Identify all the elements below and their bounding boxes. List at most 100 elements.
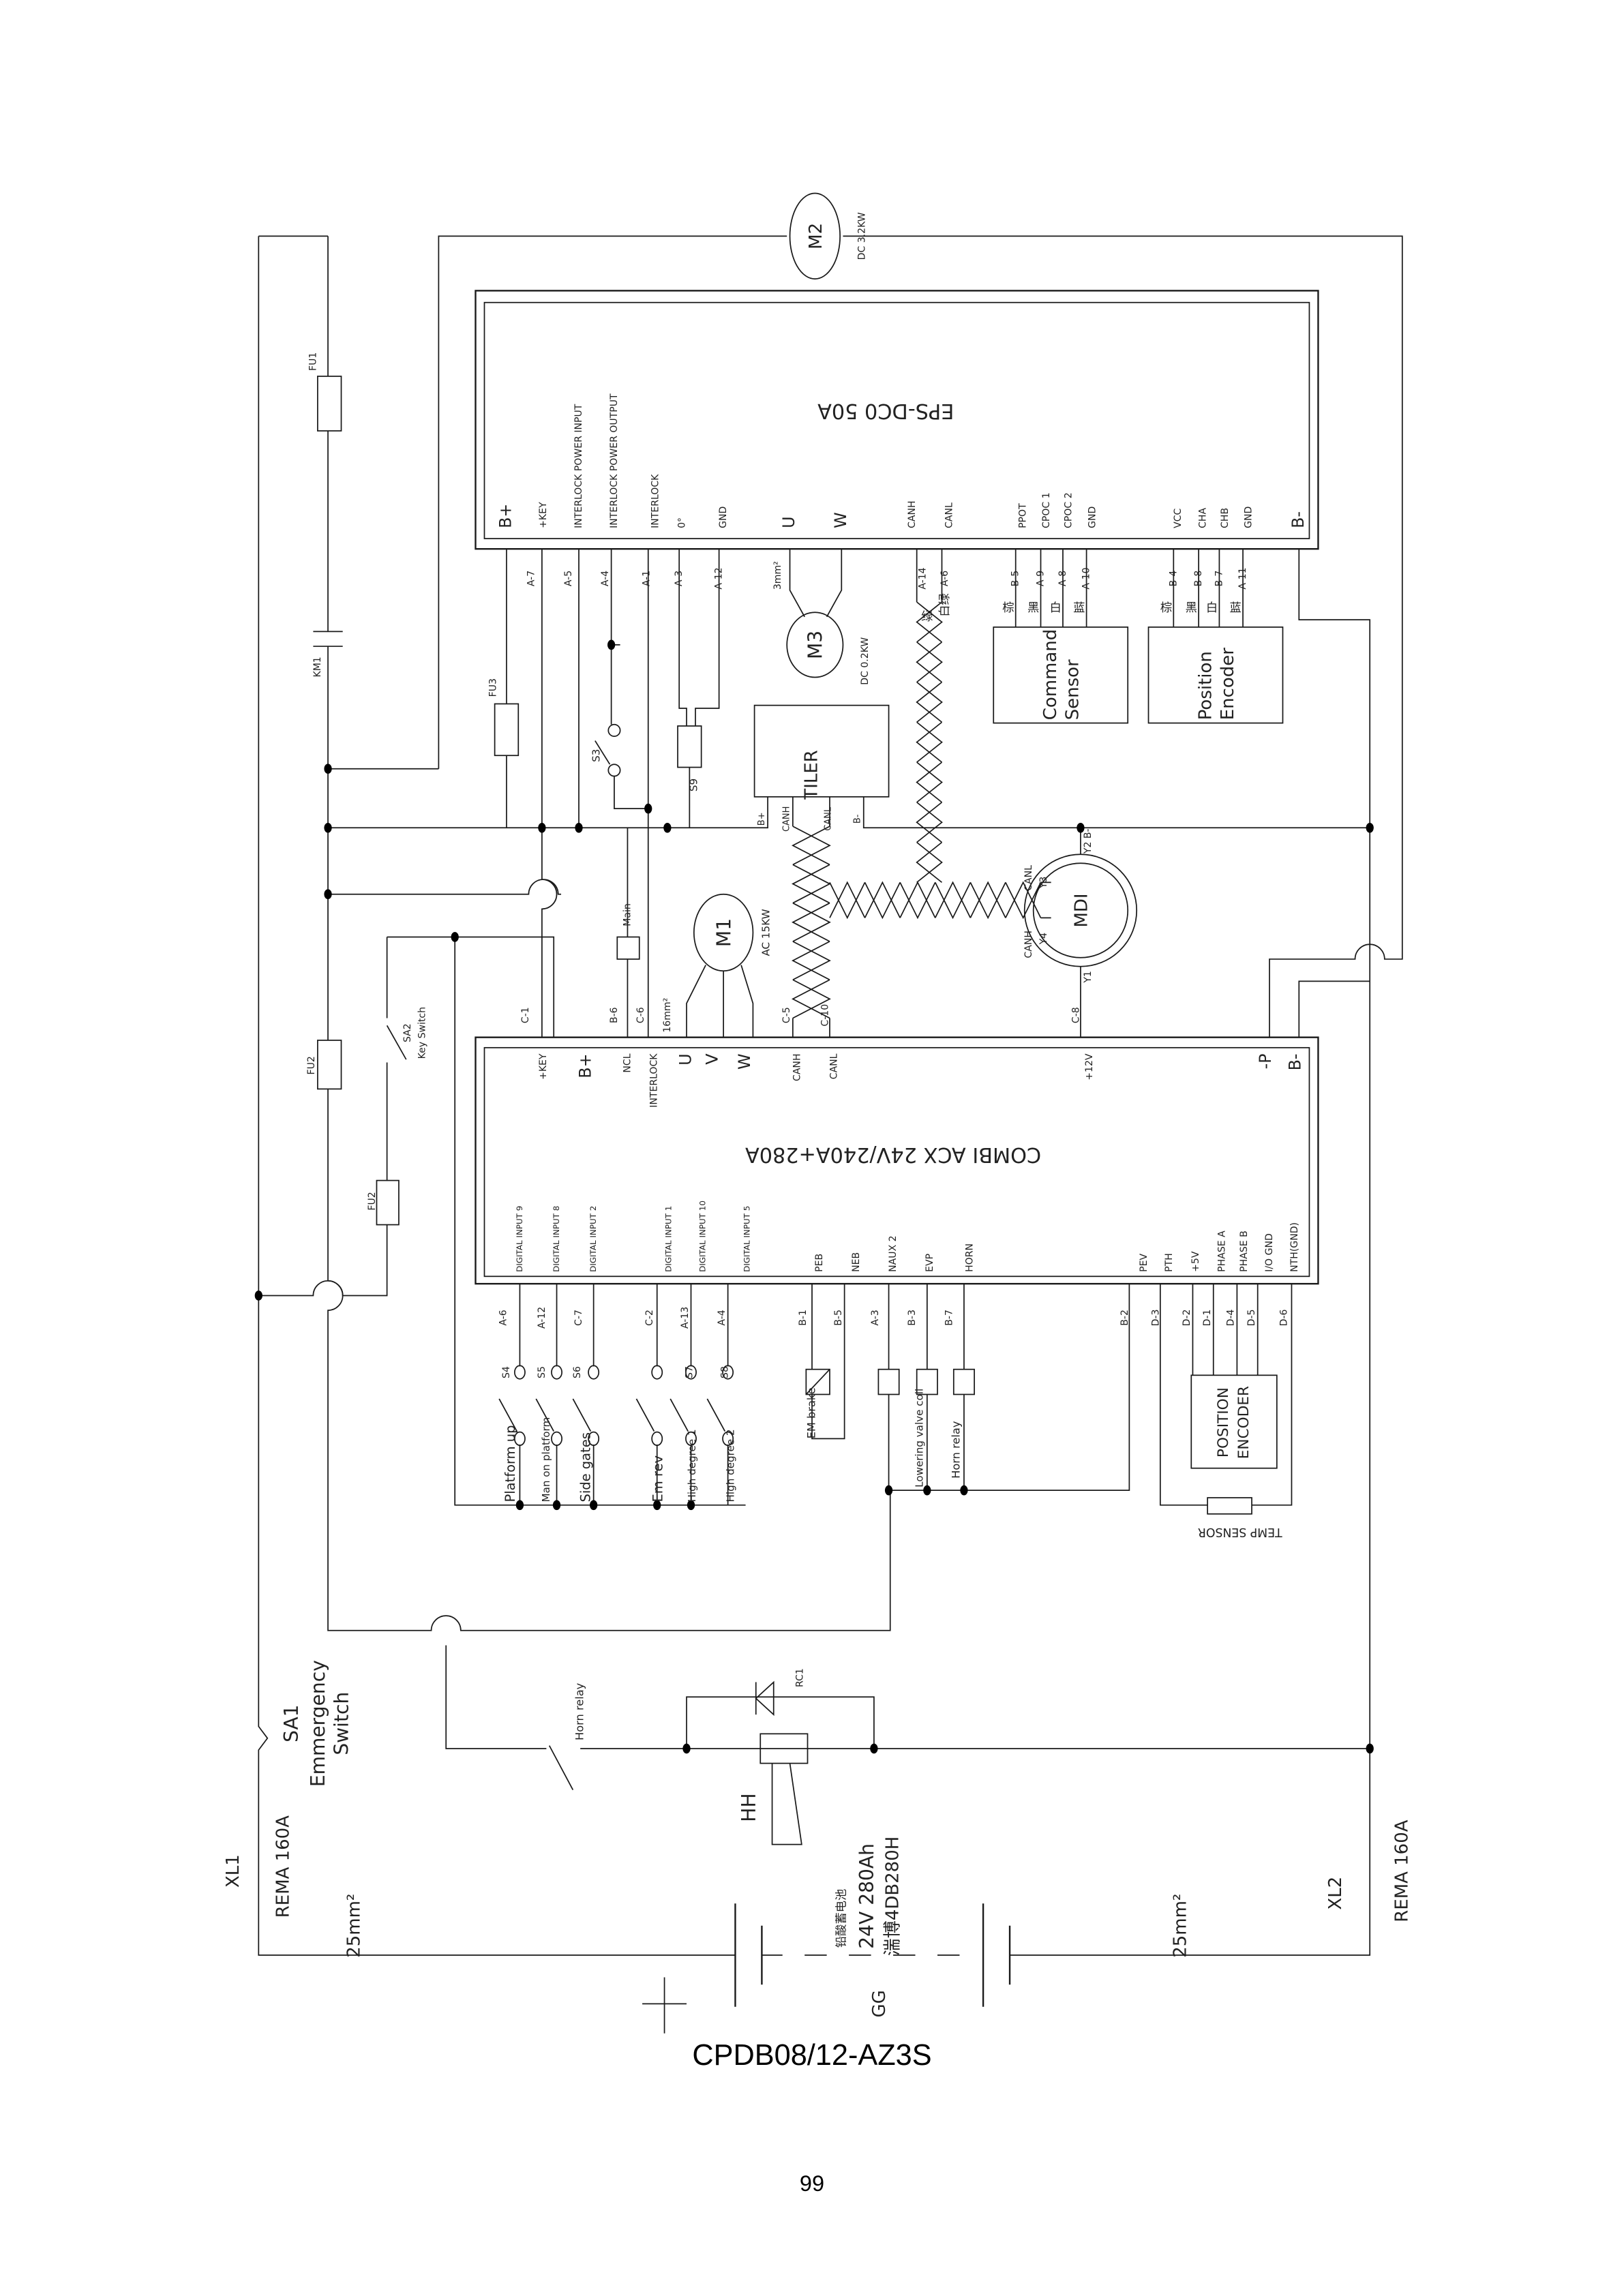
switch-name-label: High degree 1 bbox=[686, 1429, 698, 1502]
switch-terminal bbox=[722, 1365, 734, 1380]
gg-label: GG bbox=[869, 1990, 890, 2017]
position-encoder-box bbox=[1190, 1374, 1278, 1469]
combi-pin-label: B-3 bbox=[907, 1310, 918, 1326]
combi-terminal-label: DIGITAL INPUT 5 bbox=[742, 1206, 751, 1272]
switch-terminal bbox=[551, 1365, 562, 1380]
combi-outer bbox=[475, 1036, 1319, 1285]
switch-name-label: High degree 2 bbox=[724, 1429, 736, 1502]
command-sensor-label: Sensor bbox=[1063, 659, 1083, 720]
horn-circuit bbox=[445, 1645, 1370, 1749]
km1-label: KM1 bbox=[312, 656, 323, 677]
combi-terminal-label: NCL bbox=[622, 1053, 633, 1072]
combi-pin-label: A-4 bbox=[717, 1310, 727, 1325]
wire-color-label: 绿 bbox=[921, 610, 933, 624]
combi-terminal-label: NAUX 2 bbox=[888, 1235, 899, 1271]
combi-terminal-label: DIGITAL INPUT 8 bbox=[552, 1206, 561, 1272]
fu2-fuse-2 bbox=[376, 1179, 400, 1226]
switch-id-label: S4 bbox=[501, 1366, 512, 1378]
combi-pin-label: C-5 bbox=[781, 1007, 792, 1023]
m2-line bbox=[328, 235, 1403, 1038]
combi-pin-label: A-3 bbox=[870, 1310, 881, 1325]
wire-color-label: 棕 bbox=[1002, 601, 1014, 615]
wire-color-label: 棕 bbox=[1160, 601, 1172, 615]
xl2-label: XL2 bbox=[1325, 1877, 1346, 1910]
combi-pin-label: D-4 bbox=[1226, 1309, 1237, 1326]
eps-pin-label: A-10 bbox=[1081, 567, 1092, 589]
combi-pin-label: C-8 bbox=[1070, 1007, 1081, 1023]
switch-contact bbox=[706, 1284, 729, 1505]
junction-dot bbox=[324, 764, 332, 774]
m3-rating: DC 0.2KW bbox=[860, 637, 871, 685]
fu2-fuse bbox=[317, 1040, 342, 1090]
combi-terminal-label: PHASE B bbox=[1239, 1230, 1250, 1272]
combi-terminal-label: DIGITAL INPUT 9 bbox=[515, 1206, 524, 1272]
sensor-leads bbox=[1014, 549, 1244, 627]
eps-terminal-label: INTERLOCK bbox=[650, 474, 661, 528]
mdi-pin-label: CANL bbox=[1023, 865, 1034, 891]
m3-leads bbox=[789, 549, 843, 618]
horn-relay-contact bbox=[548, 1745, 574, 1790]
junction-dot bbox=[653, 1500, 661, 1511]
position-encoder-label: ENCODER bbox=[1235, 1386, 1252, 1459]
eps-terminal-label: CHA bbox=[1198, 508, 1209, 528]
sa2-blade bbox=[386, 1025, 407, 1060]
switch-terminal bbox=[685, 1365, 697, 1380]
mdi-pin-label: Y4 bbox=[1038, 933, 1049, 946]
plus-sign bbox=[642, 1977, 687, 2034]
command-sensor-box bbox=[993, 626, 1129, 724]
combi-terminal-label: CANL bbox=[828, 1053, 839, 1079]
combi-pin-label: D-5 bbox=[1246, 1310, 1257, 1327]
sa2-label: SA2 bbox=[402, 1023, 413, 1042]
combi-pin-label: C-10 bbox=[819, 1004, 830, 1027]
combi-terminal-label: -P bbox=[1256, 1053, 1275, 1069]
junction-dot bbox=[607, 639, 616, 650]
battery-label: 湍博4DB280H bbox=[883, 1837, 903, 1956]
fu1-fuse bbox=[317, 376, 342, 432]
combi-inner bbox=[483, 1046, 1310, 1278]
junction-dot bbox=[1366, 1743, 1374, 1754]
switch-name-label: Side gates bbox=[577, 1432, 593, 1502]
m1-label: M1 bbox=[712, 918, 735, 947]
combi-controller-name: COMBI ACX 24V/240A+280A bbox=[745, 1143, 1041, 1166]
fu3-fuse bbox=[494, 703, 520, 757]
switch-terminal bbox=[513, 1431, 526, 1447]
junction-dot bbox=[1077, 822, 1085, 833]
rc1-diode bbox=[755, 1680, 775, 1717]
switch-terminal bbox=[513, 1365, 526, 1380]
combi-pin-label: A-13 bbox=[680, 1307, 691, 1329]
hh-coil bbox=[760, 1733, 809, 1764]
xl1-label: XL1 bbox=[223, 1854, 243, 1888]
s9-label: S9 bbox=[687, 779, 700, 791]
wire-color-label: 黑 bbox=[1027, 601, 1039, 615]
sa1-label: Switch bbox=[331, 1692, 353, 1755]
eps-terminal-label: B+ bbox=[496, 504, 515, 528]
switch-name-label: Platform up bbox=[502, 1425, 518, 1502]
tiler-label: TILER bbox=[802, 750, 822, 800]
m2-motor bbox=[789, 192, 841, 280]
wires bbox=[254, 192, 1403, 2034]
em-brake-lines bbox=[811, 1284, 845, 1440]
horn-relay-label: Horn relay bbox=[950, 1421, 963, 1479]
mdi-inner bbox=[1032, 862, 1129, 958]
wire-color-label: 蓝 bbox=[1230, 601, 1242, 615]
eps-pin-label: B-7 bbox=[1214, 571, 1224, 587]
eps-pin-label: A-9 bbox=[1036, 571, 1047, 586]
combi-terminal-label: DIGITAL INPUT 1 bbox=[664, 1206, 674, 1272]
m3-motor bbox=[786, 611, 844, 678]
eps-terminal-label: CANL bbox=[944, 502, 954, 528]
switch-id-label: S5 bbox=[537, 1366, 547, 1378]
eps-terminal-label: CPOC 2 bbox=[1064, 492, 1074, 528]
mdi-pin-label: CANH bbox=[1023, 931, 1034, 958]
combi-terminal-label: I/O GND bbox=[1264, 1233, 1275, 1272]
junction-dot bbox=[575, 822, 583, 833]
eps-terminal-label: INTERLOCK POWER INPUT bbox=[573, 404, 584, 528]
junction-dot bbox=[687, 1500, 695, 1511]
combi-pin-label: B-1 bbox=[798, 1310, 809, 1326]
combi-pin-label: C-7 bbox=[573, 1310, 584, 1326]
junction-dot bbox=[590, 1500, 598, 1511]
fu1-km1-line bbox=[313, 236, 891, 1631]
switch-name-label: Man on platform bbox=[540, 1417, 552, 1502]
combi-pin-label: 16mm² bbox=[662, 998, 673, 1033]
switch-id-label: S6 bbox=[572, 1366, 583, 1378]
